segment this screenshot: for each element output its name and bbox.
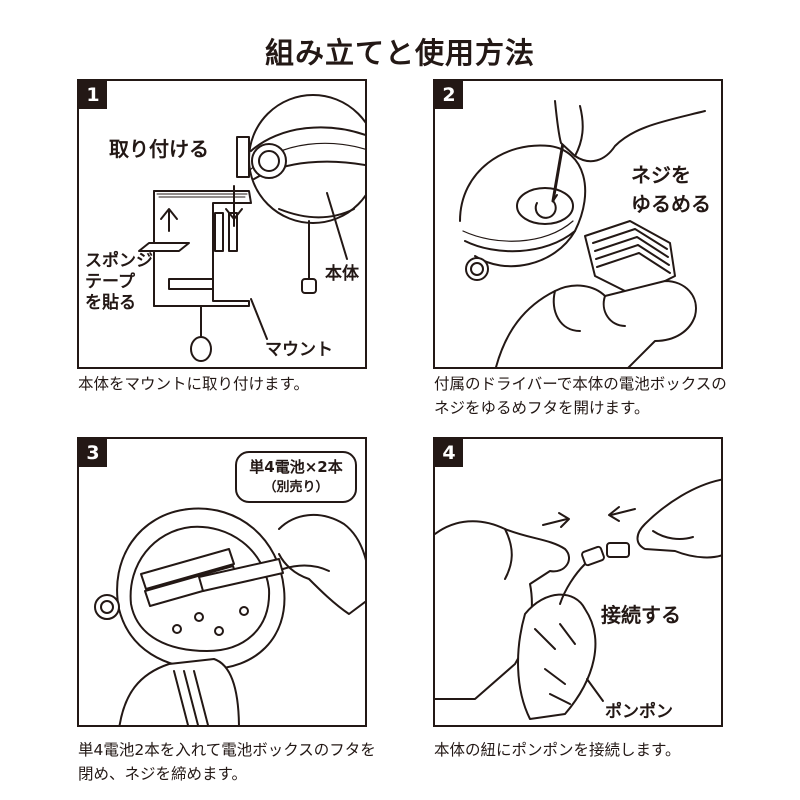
- step-4-panel: 4 接続する ポンポン: [433, 437, 723, 727]
- step-1-caption: 本体をマウントに取り付けます。: [78, 375, 309, 393]
- mount-label: マウント: [265, 340, 333, 360]
- step-4-caption: 本体の紐にポンポンを接続します。: [434, 741, 681, 759]
- battery-badge-title: 単4電池×2本: [249, 458, 343, 476]
- body-label: 本体: [325, 264, 359, 284]
- step-3-number: 3: [79, 439, 107, 467]
- pompom-label: ポンポン: [605, 702, 673, 722]
- battery-badge: 単4電池×2本 （別売り）: [235, 451, 357, 503]
- connect-label: 接続する: [601, 603, 681, 627]
- step-3-illustration: [94, 507, 365, 725]
- step-1-panel: 1 取り付ける スポンジ テープ を貼る 本体 マウント: [77, 79, 367, 369]
- step-1-illustration: [138, 94, 365, 362]
- step-3-panel: 3 単4電池×2本 （別売り）: [77, 437, 367, 727]
- step-2-illustration: [459, 100, 706, 367]
- step-4-number: 4: [435, 439, 463, 467]
- loosen-screw-label: ネジを ゆるめる: [631, 163, 711, 216]
- page-title: 組み立てと使用方法: [264, 36, 535, 70]
- step-2-caption: 付属のドライバーで本体の電池ボックスのネジをゆるめフタを開けます。: [434, 375, 727, 417]
- step-2-panel: 2 ネジを ゆるめる: [433, 79, 723, 369]
- step-2-number: 2: [435, 81, 463, 109]
- step-1-number: 1: [79, 81, 107, 109]
- step-3-caption: 単4電池2本を入れて電池ボックスのフタを閉め、ネジを締めます。: [78, 741, 376, 783]
- battery-badge-note: （別売り）: [263, 480, 329, 495]
- sponge-tape-label: スポンジ テープ を貼る: [85, 251, 153, 313]
- attach-label: 取り付ける: [109, 137, 209, 161]
- step-4-illustration: [435, 478, 721, 720]
